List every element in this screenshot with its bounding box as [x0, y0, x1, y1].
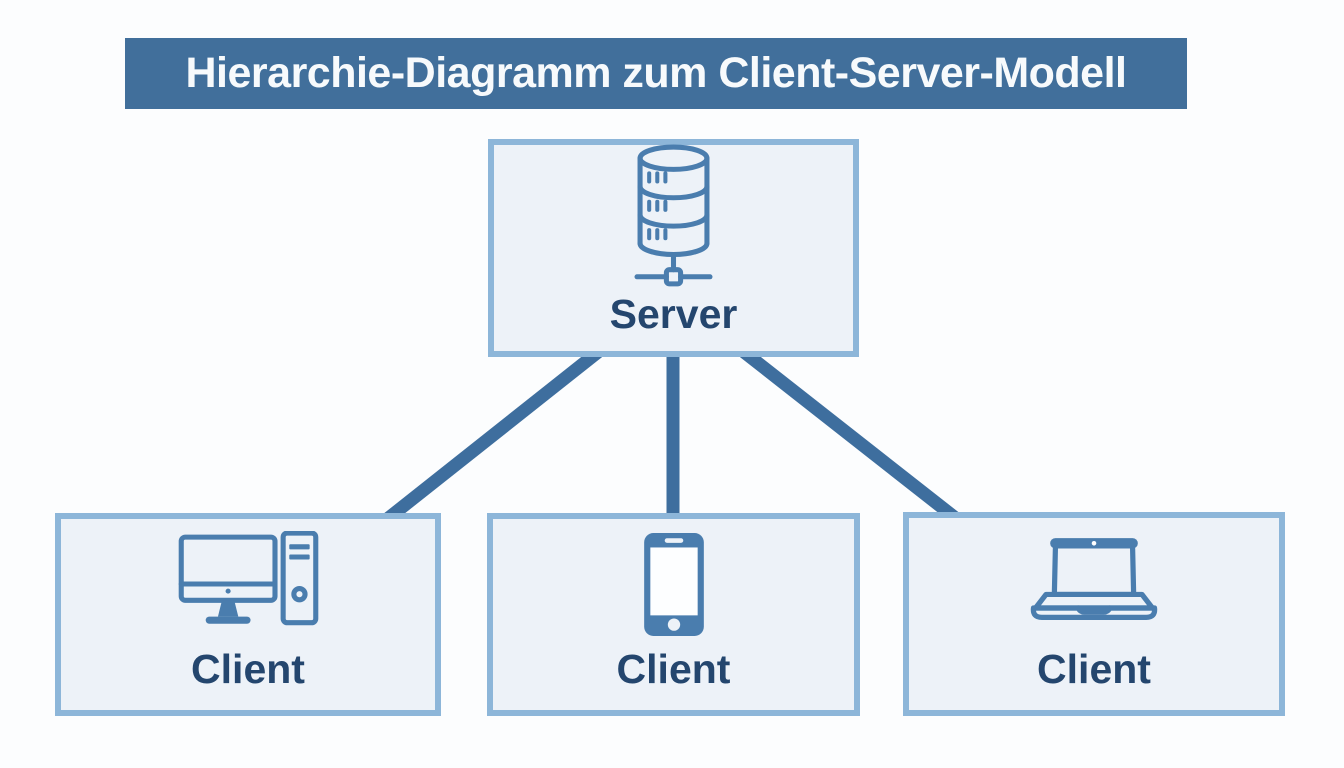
client-node-label: Client: [1037, 646, 1151, 692]
client-node-label: Client: [616, 646, 731, 692]
laptop-icon: [1026, 518, 1162, 649]
diagram-title: Hierarchie-Diagramm zum Client-Server-Mo…: [185, 49, 1128, 97]
smartphone-icon: [642, 519, 706, 649]
server-node-label: Server: [609, 291, 738, 337]
desktop-computer-icon: [177, 519, 320, 649]
client-node-desktop: Client: [55, 513, 441, 716]
connector-server-client-left: [381, 346, 603, 526]
client-node-laptop: Client: [903, 512, 1285, 716]
server-node: Server: [488, 139, 859, 357]
connector-server-client-right: [739, 346, 963, 526]
database-server-icon: [621, 142, 726, 294]
client-node-label: Client: [191, 646, 305, 692]
title-banner: Hierarchie-Diagramm zum Client-Server-Mo…: [125, 38, 1187, 109]
client-node-smartphone: Client: [487, 513, 860, 716]
